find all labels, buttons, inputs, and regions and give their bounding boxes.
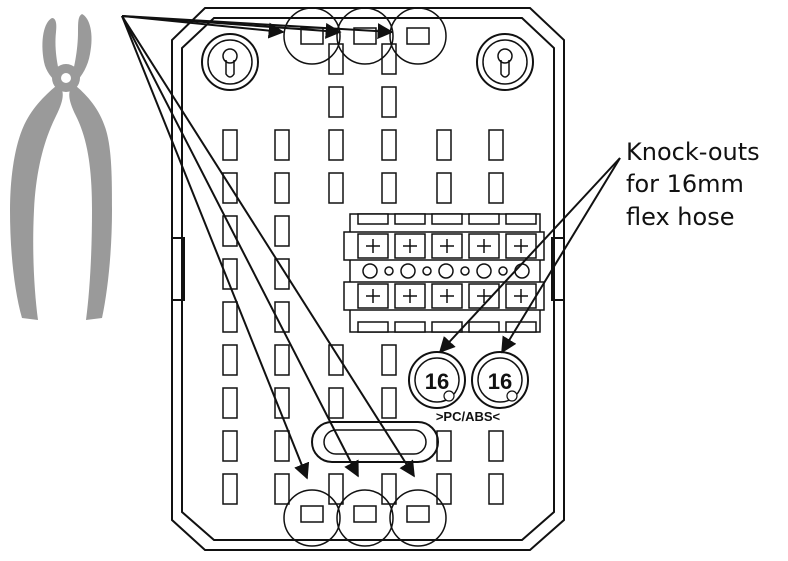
screw-cross-icon <box>477 239 491 253</box>
slot <box>381 43 397 75</box>
terminal-hole <box>438 263 454 279</box>
slot <box>436 129 452 161</box>
keyhole-mount-right <box>476 33 534 91</box>
slot <box>222 387 238 419</box>
screw-cross-icon <box>477 289 491 303</box>
terminal-hole <box>384 266 394 276</box>
terminal-hole <box>400 263 416 279</box>
slot <box>381 86 397 118</box>
screw-cross-icon <box>366 289 380 303</box>
slot <box>488 430 504 462</box>
slot <box>274 258 290 290</box>
knockout-callout-arrows <box>438 157 621 354</box>
terminal-hole <box>422 266 432 276</box>
slot <box>488 172 504 204</box>
knockout-16mm-right: 16 <box>471 351 529 409</box>
slot <box>436 473 452 505</box>
callout-line-3: flex hose <box>626 203 734 231</box>
callout-line-2: for 16mm <box>626 170 744 198</box>
breakout-tabs <box>300 27 430 523</box>
slot <box>328 129 344 161</box>
terminal-top-lip <box>505 213 537 225</box>
terminal-block <box>343 213 545 333</box>
pliers-icon <box>10 14 112 320</box>
keyhole-mount-left <box>201 33 259 91</box>
slot <box>436 430 452 462</box>
terminal-bottom-lip <box>468 321 500 333</box>
terminal-bottom-lip <box>431 321 463 333</box>
slot <box>381 473 397 505</box>
slot <box>328 172 344 204</box>
terminal-hole <box>362 263 378 279</box>
slot <box>436 172 452 204</box>
breakout-tab <box>353 505 377 523</box>
slot <box>222 473 238 505</box>
breakout-tab <box>300 505 324 523</box>
material-label: >PC/ABS< <box>436 409 501 424</box>
slot <box>274 129 290 161</box>
screw-cross-icon <box>514 239 528 253</box>
slot <box>328 473 344 505</box>
slot <box>488 473 504 505</box>
terminal-top-lip <box>431 213 463 225</box>
bottom-tab-highlights <box>283 489 447 547</box>
breakout-tab <box>406 505 430 523</box>
slot <box>381 387 397 419</box>
slot <box>381 172 397 204</box>
screw-cross-icon <box>366 239 380 253</box>
slot <box>274 430 290 462</box>
screw-cross-icon <box>403 289 417 303</box>
knockout-callout-text: Knock-outs for 16mm flex hose <box>626 138 760 231</box>
terminal-hole <box>514 263 530 279</box>
slot <box>222 172 238 204</box>
slot <box>222 215 238 247</box>
slot <box>222 430 238 462</box>
terminal-bottom-lip <box>505 321 537 333</box>
slot <box>274 215 290 247</box>
slot <box>274 344 290 376</box>
terminal-hole <box>476 263 492 279</box>
breakout-tab <box>406 27 430 45</box>
screw-cross-icon <box>514 289 528 303</box>
slot <box>328 43 344 75</box>
slot <box>488 129 504 161</box>
slot <box>381 344 397 376</box>
screw-cross-icon <box>403 239 417 253</box>
cable-slot <box>311 421 439 463</box>
terminal-clamp <box>468 283 500 309</box>
slot <box>328 344 344 376</box>
screw-cross-icon <box>440 289 454 303</box>
callout-line-1: Knock-outs <box>626 138 760 166</box>
slot <box>222 301 238 333</box>
terminal-top-lip <box>394 213 426 225</box>
pliers-pointer-arrows <box>121 15 415 480</box>
ventilation-slot-grid <box>222 43 504 505</box>
slot <box>328 387 344 419</box>
slot <box>274 473 290 505</box>
terminal-bottom-lip <box>394 321 426 333</box>
slot <box>222 129 238 161</box>
terminal-hole <box>498 266 508 276</box>
knockout-size-label: 16 <box>425 369 449 394</box>
terminal-hole <box>460 266 470 276</box>
slot <box>274 301 290 333</box>
screw-cross-icon <box>440 239 454 253</box>
slot <box>381 129 397 161</box>
breakout-tab <box>353 27 377 45</box>
slot <box>222 258 238 290</box>
terminal-top-lip <box>357 213 389 225</box>
terminal-top-lip <box>468 213 500 225</box>
slot <box>274 172 290 204</box>
slot <box>328 86 344 118</box>
terminal-clamp <box>431 283 463 309</box>
knockout-16mm-left: 16 <box>408 351 466 409</box>
terminal-bottom-lip <box>357 321 389 333</box>
slot <box>222 344 238 376</box>
knockout-size-label: 16 <box>488 369 512 394</box>
